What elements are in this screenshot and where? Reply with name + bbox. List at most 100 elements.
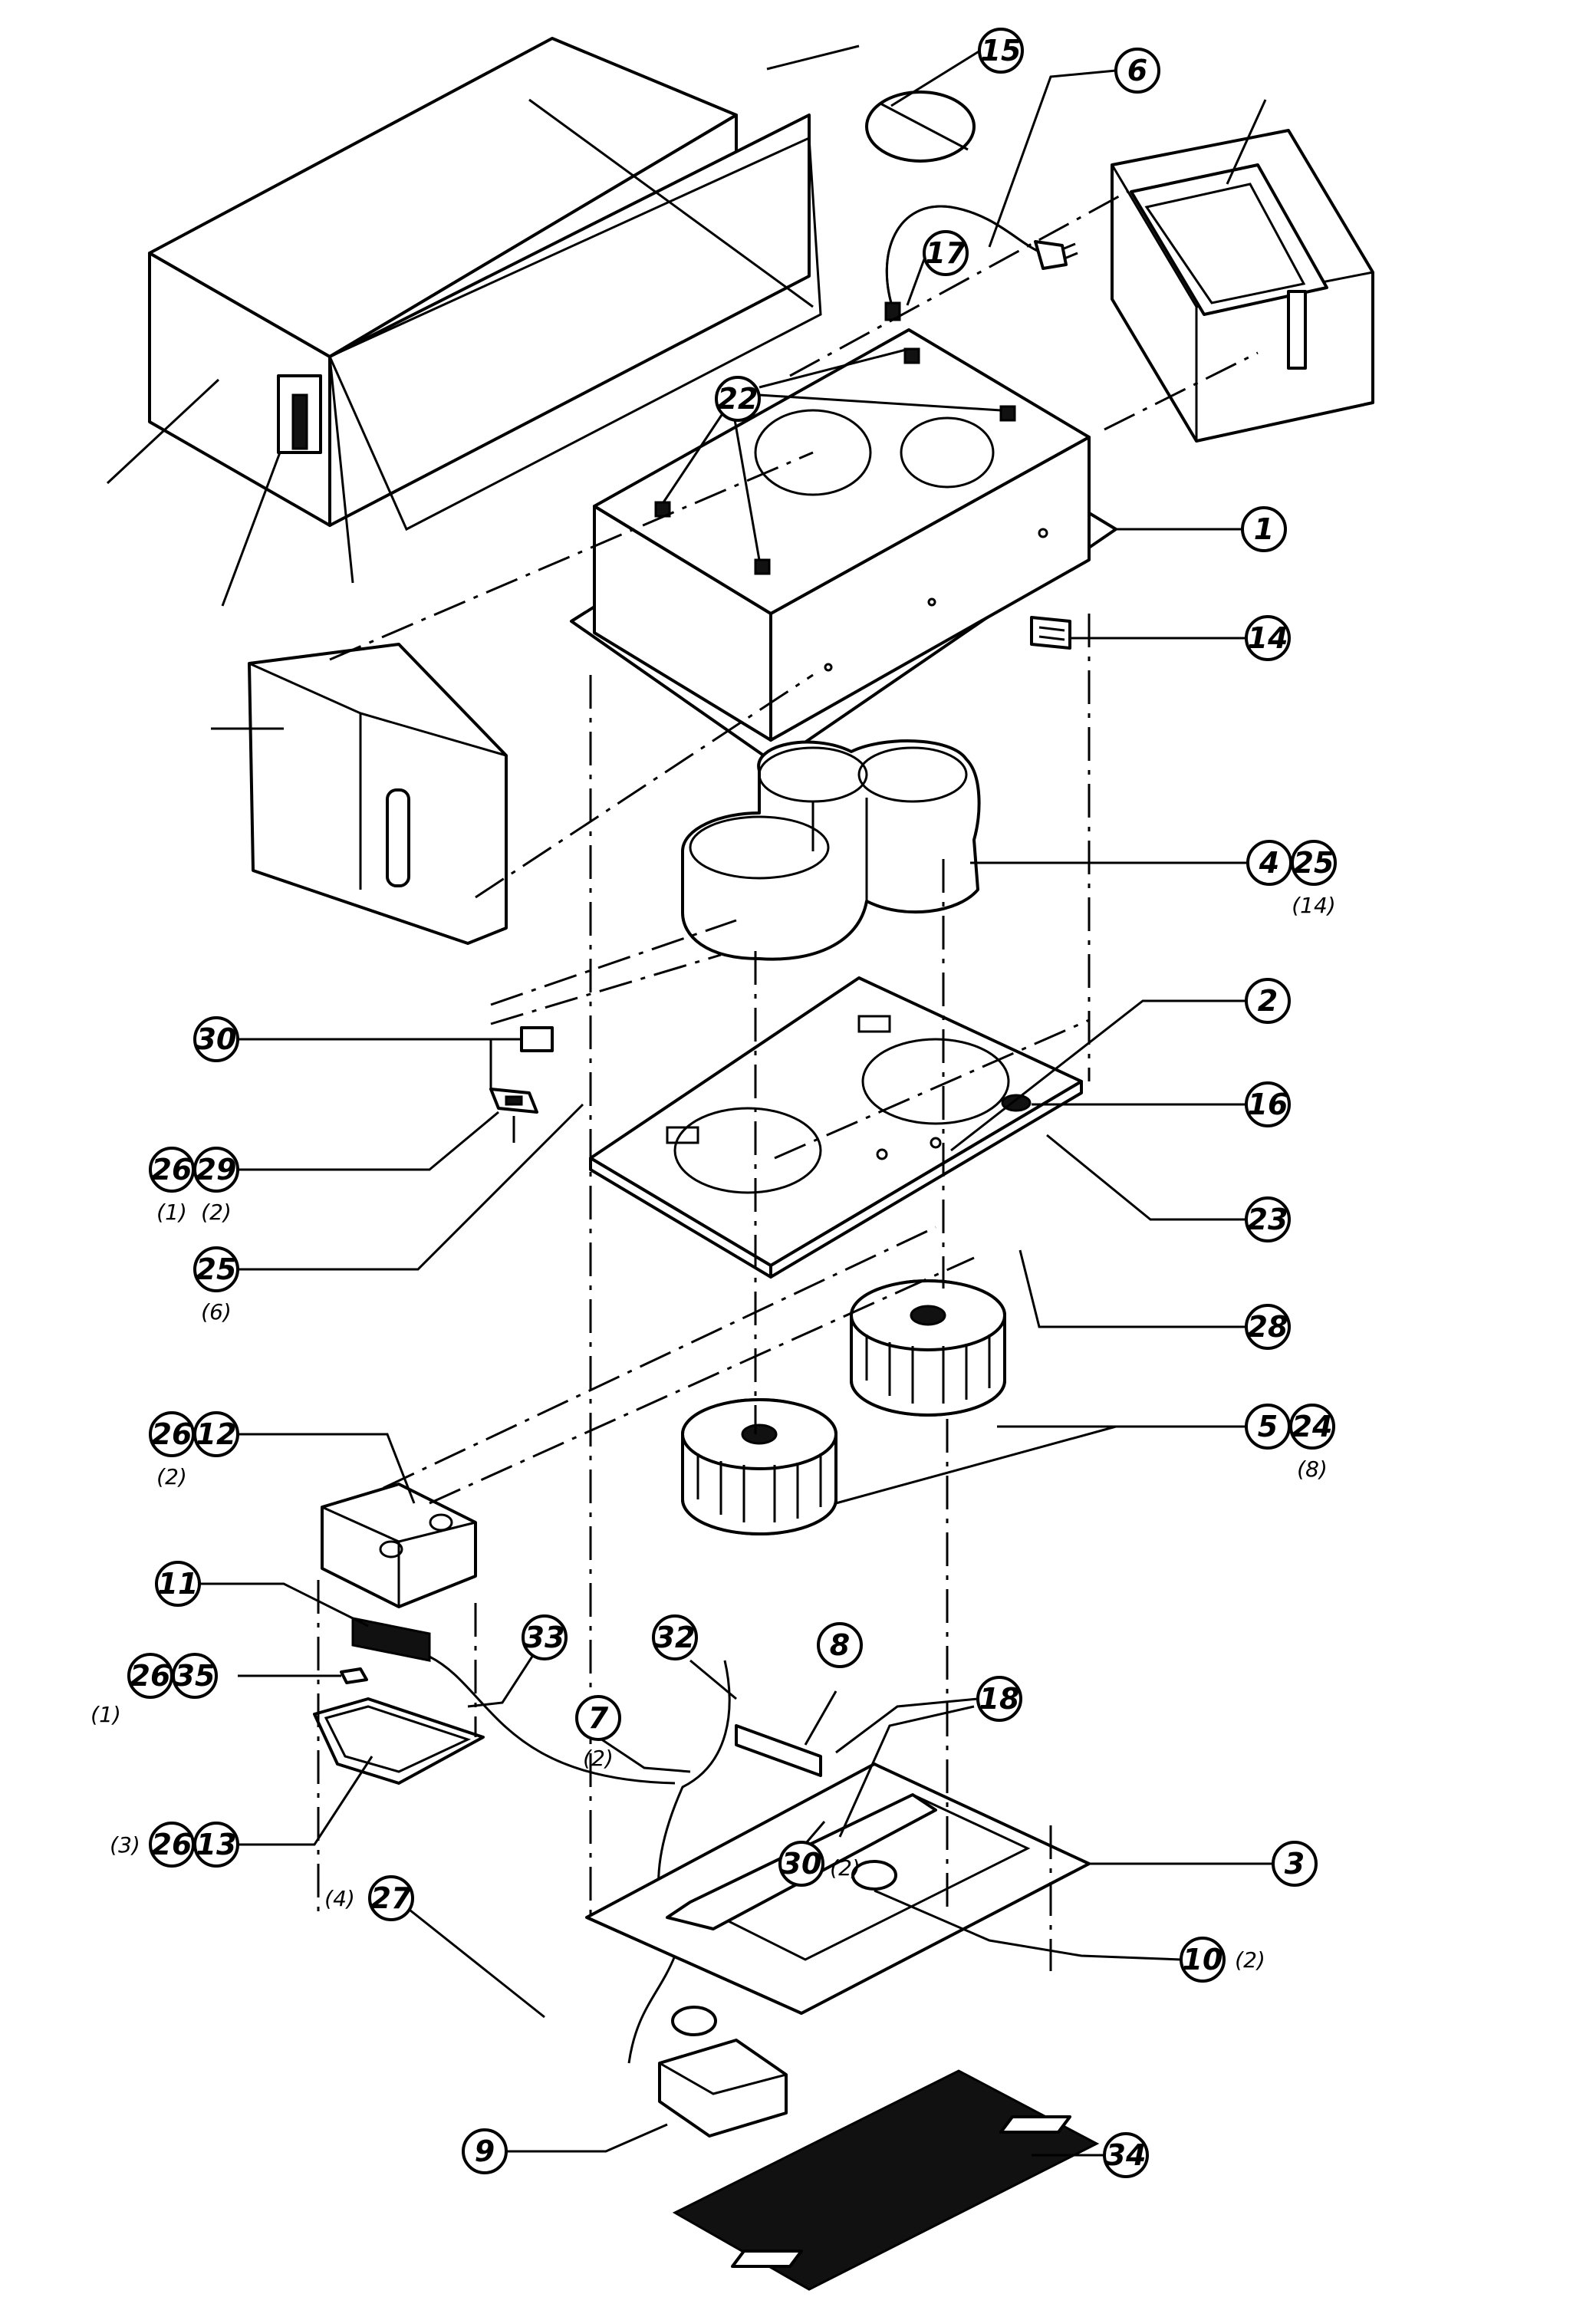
qty-24: (8) — [1297, 1456, 1328, 1482]
callout-1: 1 — [1241, 506, 1287, 552]
callout-22: 22 — [715, 376, 761, 422]
filler-block-right — [1111, 99, 1374, 443]
qty-7: (2) — [583, 1746, 614, 1771]
qty-10: (2) — [1235, 1947, 1265, 1973]
motor-plate — [589, 976, 1083, 1279]
callout-18: 18 — [976, 1676, 1022, 1722]
blower-housing — [681, 739, 981, 961]
svg-text:18: 18 — [979, 1682, 1020, 1716]
callout-17: 17 — [923, 230, 969, 276]
clip — [340, 1667, 368, 1684]
callout-32: 32 — [652, 1614, 698, 1660]
callout-29: 29 — [193, 1147, 239, 1193]
callouts: 15 6 17 22 1 14 4 25 (14) 2 16 23 28 5 2… — [90, 28, 1337, 2178]
leader-lines — [199, 49, 1277, 2157]
qty-25-mid: (6) — [201, 1299, 232, 1325]
callout-7: 7 — [575, 1695, 621, 1741]
blower-wheel-left — [681, 1398, 837, 1535]
svg-text:17: 17 — [926, 236, 966, 270]
svg-text:12: 12 — [196, 1417, 237, 1451]
qty-26-c: (1) — [90, 1702, 121, 1727]
svg-text:30: 30 — [782, 1847, 822, 1881]
qty-27: (4) — [324, 1886, 355, 1911]
callout-26-a: 26 — [149, 1147, 195, 1193]
callout-4: 4 — [1246, 840, 1292, 886]
svg-text:6: 6 — [1127, 54, 1147, 87]
svg-text:3: 3 — [1285, 1847, 1305, 1881]
svg-text:25: 25 — [1294, 846, 1334, 880]
callout-33: 33 — [522, 1614, 568, 1660]
callout-35: 35 — [172, 1653, 218, 1699]
qty-29: (2) — [201, 1200, 232, 1225]
svg-text:27: 27 — [371, 1881, 412, 1915]
callout-26-b: 26 — [149, 1411, 195, 1457]
svg-text:9: 9 — [475, 2134, 495, 2168]
callout-12: 12 — [193, 1411, 239, 1457]
callout-2: 2 — [1245, 978, 1291, 1024]
terminal-block — [489, 1026, 554, 1089]
damper-disc — [865, 91, 976, 163]
alignment-lines — [317, 190, 1259, 1971]
callout-13: 13 — [193, 1822, 239, 1868]
callout-30: 30 — [193, 1016, 239, 1062]
svg-text:16: 16 — [1248, 1088, 1288, 1121]
svg-text:8: 8 — [830, 1628, 850, 1662]
svg-text:32: 32 — [655, 1621, 696, 1654]
svg-text:25: 25 — [196, 1252, 237, 1286]
svg-text:2: 2 — [1258, 984, 1278, 1018]
svg-text:22: 22 — [718, 382, 759, 416]
svg-text:7: 7 — [588, 1701, 609, 1735]
svg-text:15: 15 — [981, 34, 1022, 67]
svg-text:30: 30 — [196, 1022, 237, 1056]
callout-15: 15 — [978, 28, 1024, 74]
qty-13: (3) — [110, 1832, 140, 1858]
svg-text:10: 10 — [1183, 1943, 1223, 1976]
svg-text:24: 24 — [1292, 1410, 1333, 1443]
callout-11: 11 — [155, 1561, 201, 1607]
svg-text:26: 26 — [152, 1417, 193, 1451]
callout-25-mid: 25 — [193, 1246, 239, 1292]
callout-26-d: 26 — [149, 1822, 195, 1868]
callout-34: 34 — [1103, 2132, 1149, 2178]
callout-24: 24 — [1289, 1404, 1335, 1450]
callout-31: 30 — [778, 1841, 824, 1887]
svg-text:14: 14 — [1248, 621, 1288, 655]
svg-text:28: 28 — [1248, 1310, 1288, 1344]
callout-6: 6 — [1114, 48, 1160, 94]
svg-text:11: 11 — [158, 1567, 199, 1601]
svg-text:23: 23 — [1248, 1203, 1288, 1236]
switch-bracket — [489, 1088, 538, 1143]
svg-text:13: 13 — [196, 1828, 237, 1861]
svg-text:26: 26 — [152, 1153, 193, 1186]
qty-26-a: (1) — [156, 1200, 187, 1225]
callout-5: 5 — [1245, 1404, 1291, 1450]
svg-text:29: 29 — [196, 1153, 237, 1186]
callout-25-top: 25 — [1291, 840, 1337, 886]
svg-text:34: 34 — [1106, 2138, 1147, 2172]
qty-25-top: (14) — [1292, 893, 1335, 918]
svg-text:26: 26 — [152, 1828, 193, 1861]
callout-3: 3 — [1272, 1841, 1318, 1887]
main-housing — [570, 328, 1117, 765]
filler-block-left — [211, 643, 508, 945]
callout-10: 10 — [1180, 1937, 1226, 1983]
cover-plate — [313, 1697, 485, 1785]
callout-14: 14 — [1245, 615, 1291, 661]
svg-text:5: 5 — [1258, 1410, 1278, 1443]
callout-28: 28 — [1245, 1304, 1291, 1350]
blower-wheel-right — [850, 1279, 1006, 1417]
power-cord — [884, 205, 1078, 321]
bracket — [1030, 616, 1071, 650]
svg-text:26: 26 — [130, 1659, 171, 1693]
callout-16: 16 — [1245, 1081, 1291, 1127]
callout-27: 27 — [368, 1875, 414, 1921]
callout-26-c: 26 — [127, 1653, 173, 1699]
svg-text:1: 1 — [1254, 512, 1274, 546]
svg-text:33: 33 — [525, 1621, 565, 1654]
light-socket — [658, 2006, 788, 2138]
grease-filter — [672, 2069, 1100, 2291]
svg-text:4: 4 — [1259, 846, 1279, 880]
terminal-strip — [351, 1617, 431, 1662]
callout-9: 9 — [462, 2128, 508, 2174]
